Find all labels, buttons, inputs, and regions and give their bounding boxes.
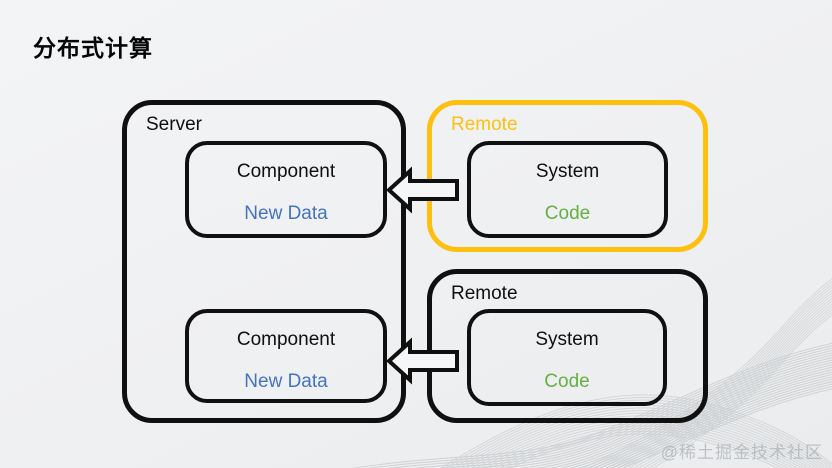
component-box-top: Component New Data (185, 141, 387, 238)
system-subtitle-code: Code (544, 371, 590, 392)
server-label: Server (146, 114, 202, 135)
component-box-bottom: Component New Data (185, 309, 387, 403)
system-box-top: System Code (467, 141, 668, 238)
system-box-bottom: System Code (467, 309, 667, 406)
server-box: Server (122, 100, 406, 423)
component-title: Component (236, 329, 336, 350)
system-title: System (535, 329, 599, 350)
system-subtitle-code: Code (544, 203, 591, 224)
component-title: Component (236, 161, 336, 182)
remote-label: Remote (451, 114, 518, 135)
component-subtitle-new-data: New Data (244, 203, 328, 224)
system-title: System (535, 161, 600, 182)
remote-label: Remote (451, 283, 518, 304)
page-title: 分布式计算 (33, 35, 153, 61)
component-subtitle-new-data: New Data (244, 371, 328, 392)
watermark-juejin: @稀土掘金技术社区 (660, 443, 823, 462)
